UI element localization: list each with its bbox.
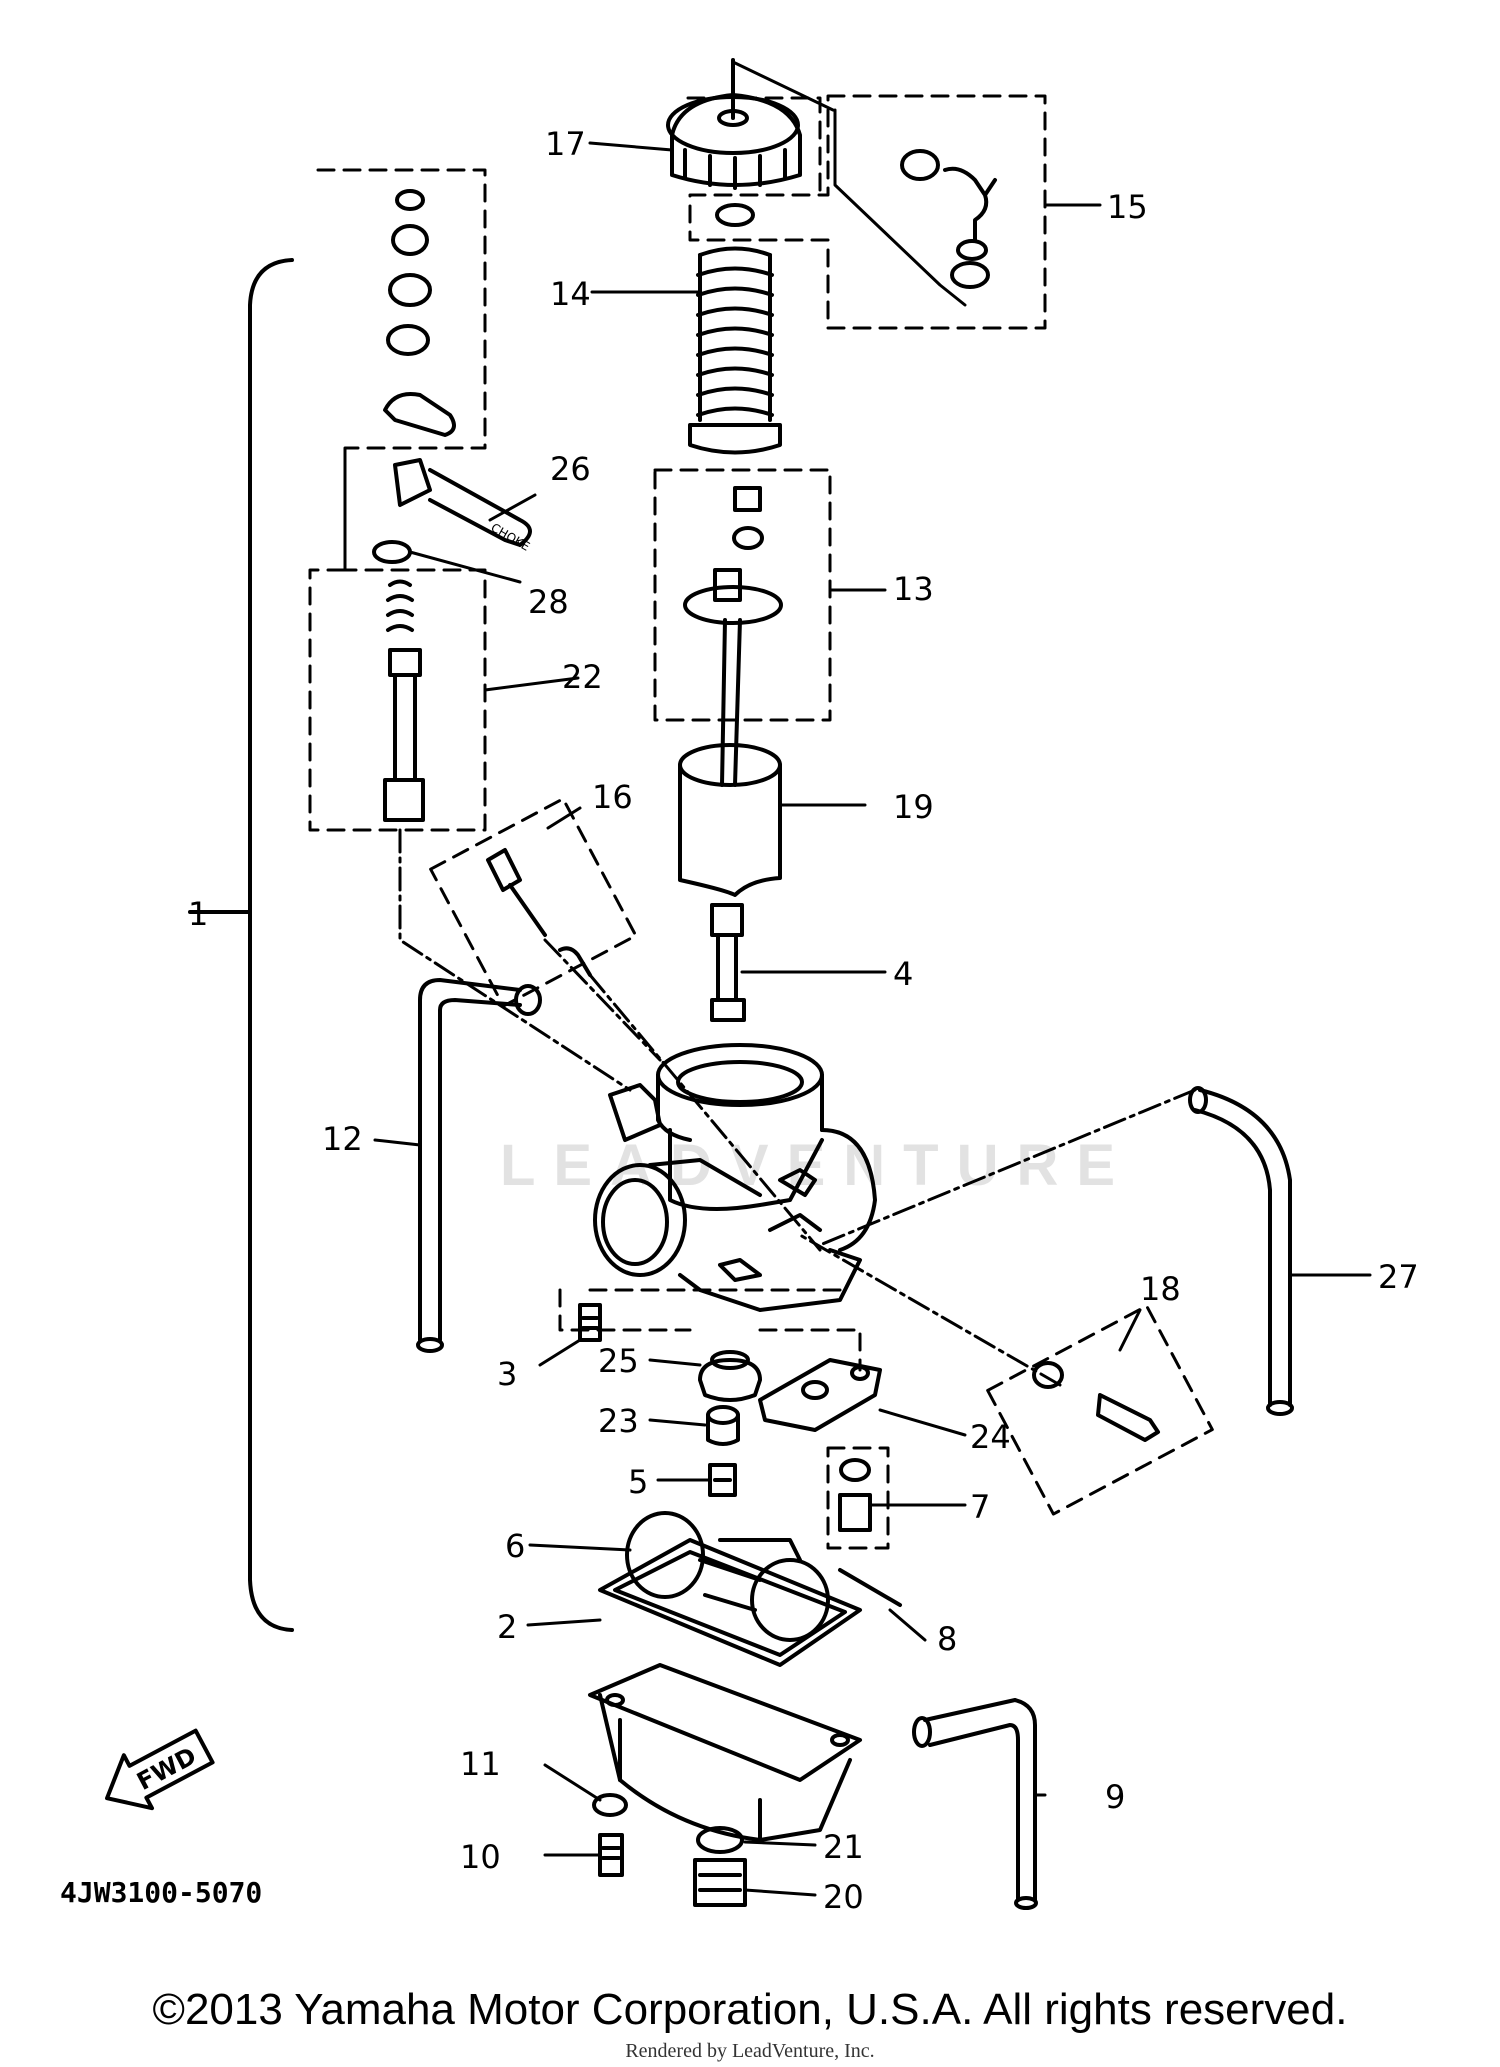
main-jet-box bbox=[826, 1446, 890, 1550]
throttle-valve bbox=[678, 743, 782, 897]
choke-plunger bbox=[383, 579, 425, 822]
callout-22: 22 bbox=[562, 658, 603, 696]
callout-21: 21 bbox=[823, 1828, 864, 1866]
callout-27: 27 bbox=[1378, 1258, 1419, 1296]
carburetor-body bbox=[593, 1043, 877, 1312]
vent-hose-left bbox=[416, 978, 542, 1353]
callout-24: 24 bbox=[970, 1418, 1011, 1456]
callout-28: 28 bbox=[528, 583, 569, 621]
callout-26: 26 bbox=[550, 450, 591, 488]
washer-11 bbox=[592, 1793, 628, 1817]
callout-9: 9 bbox=[1105, 1778, 1125, 1816]
callout-13: 13 bbox=[893, 570, 934, 608]
throttle-stop-screw bbox=[1032, 1361, 1160, 1442]
callout-4: 4 bbox=[893, 955, 913, 993]
float bbox=[625, 1511, 830, 1642]
callout-1: 1 bbox=[188, 895, 208, 933]
screw-10 bbox=[598, 1833, 624, 1877]
choke-washer bbox=[372, 540, 412, 564]
valve-seat bbox=[698, 1350, 762, 1402]
callout-17: 17 bbox=[545, 125, 586, 163]
callout-19: 19 bbox=[893, 788, 934, 826]
drain-plug bbox=[693, 1858, 747, 1907]
jet-needle bbox=[683, 486, 783, 787]
fwd-arrow-icon bbox=[105, 1728, 215, 1811]
choke-parts-box bbox=[308, 168, 487, 832]
collar-23 bbox=[706, 1405, 740, 1446]
callout-14: 14 bbox=[550, 275, 591, 313]
diagram-part-code: 4JW3100-5070 bbox=[60, 1876, 262, 1909]
callout-15: 15 bbox=[1107, 188, 1148, 226]
screw-3 bbox=[578, 1303, 602, 1342]
callout-6: 6 bbox=[505, 1527, 525, 1565]
throttle-spring bbox=[688, 246, 782, 455]
watermark-text: LEADVENTURE bbox=[500, 1133, 1133, 1198]
callout-23: 23 bbox=[598, 1402, 639, 1440]
callout-2: 2 bbox=[497, 1608, 517, 1646]
pilot-screw bbox=[486, 848, 592, 977]
callout-20: 20 bbox=[823, 1878, 864, 1916]
cable-adjuster-box bbox=[688, 94, 1047, 330]
cable-adjuster-parts bbox=[900, 149, 997, 289]
o-ring-21 bbox=[696, 1826, 744, 1854]
plate-24 bbox=[758, 1358, 882, 1432]
top-cap bbox=[666, 58, 802, 190]
needle-jet bbox=[710, 903, 746, 1022]
jet-needle-box bbox=[653, 468, 832, 722]
assembly-bracket bbox=[248, 258, 294, 1632]
drain-hose bbox=[912, 1698, 1038, 1910]
callout-18: 18 bbox=[1140, 1270, 1181, 1308]
callout-12: 12 bbox=[322, 1120, 363, 1158]
pilot-jet bbox=[708, 1463, 737, 1497]
copyright-notice: ©2013 Yamaha Motor Corporation, U.S.A. A… bbox=[152, 1985, 1348, 2034]
float-bowl-gasket bbox=[598, 1538, 862, 1667]
callout-8: 8 bbox=[937, 1620, 957, 1658]
callout-3: 3 bbox=[497, 1355, 517, 1393]
float-pin bbox=[838, 1568, 902, 1607]
callout-25: 25 bbox=[598, 1342, 639, 1380]
callout-16: 16 bbox=[592, 778, 633, 816]
float-bowl bbox=[588, 1663, 862, 1842]
callout-11: 11 bbox=[460, 1745, 501, 1783]
callout-10: 10 bbox=[460, 1838, 501, 1876]
carburetor-exploded-diagram: LEADVENTURE bbox=[60, 58, 1419, 1916]
float-bowl-box bbox=[558, 1288, 862, 1372]
rendered-by-credit: Rendered by LeadVenture, Inc. bbox=[625, 2040, 875, 2062]
pilot-screw-box bbox=[429, 797, 638, 1008]
callout-7: 7 bbox=[970, 1488, 990, 1526]
main-jet bbox=[838, 1458, 872, 1532]
callout-5: 5 bbox=[628, 1463, 648, 1501]
throttle-screw-box bbox=[986, 1304, 1214, 1516]
vent-hose-right bbox=[1188, 1086, 1294, 1416]
cap-clip bbox=[715, 203, 755, 227]
choke-upper-parts bbox=[383, 189, 456, 437]
